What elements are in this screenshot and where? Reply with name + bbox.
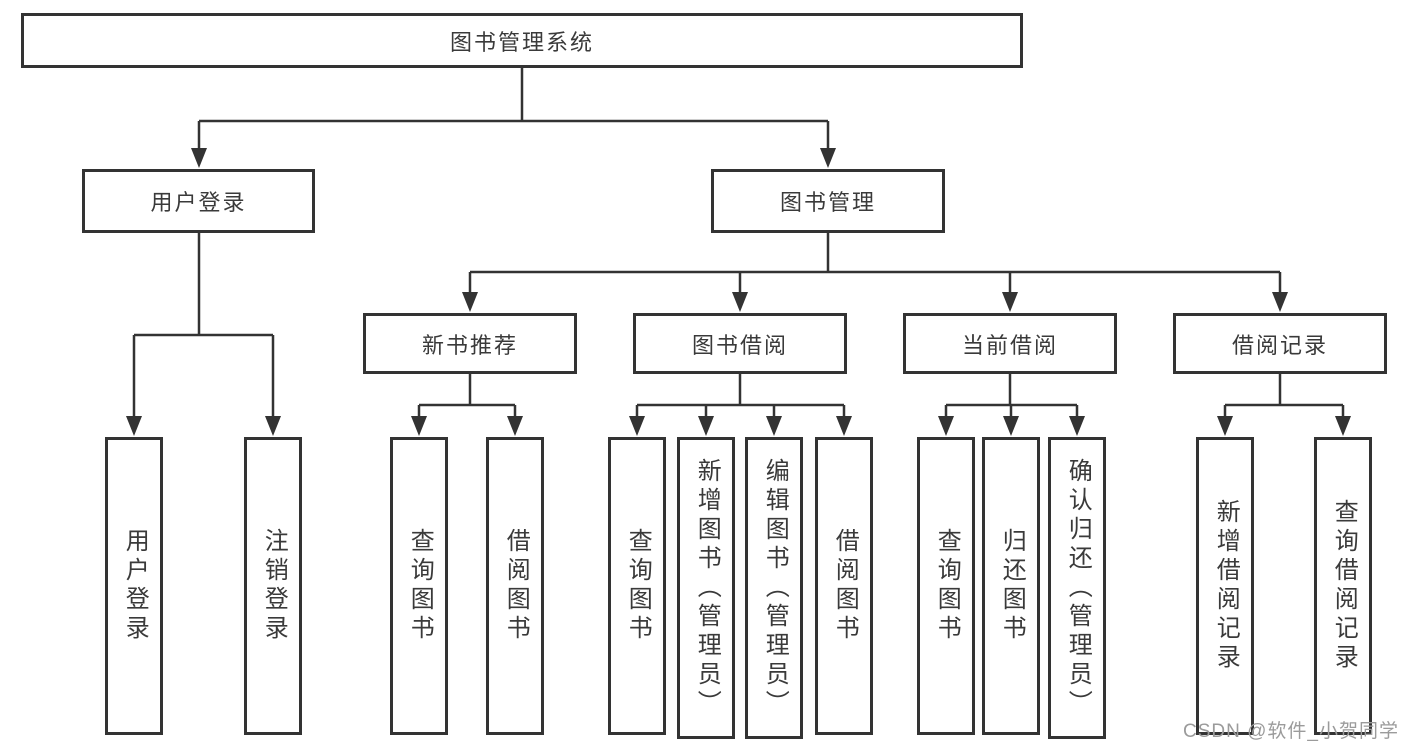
node-root: 图书管理系统 [21, 13, 1023, 68]
leaf-br-query-record: 查询借阅记录 [1314, 437, 1372, 735]
arrowhead-new-book [462, 292, 478, 312]
node-current-borrow-label: 当前借阅 [961, 332, 1058, 358]
leaf-bb-edit-books-admin-label: 编辑图书（管理员） [761, 457, 789, 719]
node-user-login-label: 用户登录 [150, 190, 247, 215]
leaf-bb-borrow-books: 借阅图书 [815, 437, 873, 735]
leaf-bb-add-books-admin-label: 新增图书（管理员） [693, 457, 721, 719]
leaf-bb-add-books-admin: 新增图书（管理员） [677, 437, 735, 739]
arrowhead-cb-leaf-1 [938, 416, 954, 436]
leaf-nb-borrow-books-label: 借阅图书 [502, 528, 530, 644]
arrowhead-login-leaf-1 [126, 416, 142, 436]
leaf-cb-confirm-return-admin-label: 确认归还（管理员） [1064, 457, 1092, 719]
arrowhead-cb-leaf-2 [1003, 416, 1019, 436]
arrowhead-nb-leaf-2 [507, 416, 523, 436]
arrowhead-bb-leaf-2 [698, 416, 714, 436]
node-book-borrow: 图书借阅 [633, 313, 847, 374]
node-new-book-recommend: 新书推荐 [363, 313, 577, 374]
arrowhead-current-borrow [1002, 292, 1018, 312]
node-current-borrow: 当前借阅 [903, 313, 1117, 374]
leaf-cb-query-books: 查询图书 [917, 437, 975, 735]
node-book-management: 图书管理 [711, 169, 945, 233]
leaf-nb-borrow-books: 借阅图书 [486, 437, 544, 735]
arrowhead-bb-leaf-4 [836, 416, 852, 436]
node-book-borrow-label: 图书借阅 [691, 332, 788, 358]
watermark-text: CSDN @软件_小贺同学 [1183, 721, 1399, 742]
leaf-cb-confirm-return-admin: 确认归还（管理员） [1048, 437, 1106, 739]
leaf-bb-borrow-books-label: 借阅图书 [831, 528, 859, 644]
node-new-book-recommend-label: 新书推荐 [421, 332, 518, 358]
leaf-bb-query-books: 查询图书 [608, 437, 666, 735]
arrowhead-cb-leaf-3 [1069, 416, 1085, 436]
node-user-login: 用户登录 [82, 169, 315, 233]
node-borrow-records-label: 借阅记录 [1231, 332, 1328, 358]
arrowhead-book-management [820, 148, 836, 168]
connector-new-book-children [411, 374, 523, 436]
leaf-user-login-label: 用户登录 [121, 528, 149, 644]
leaf-cb-return-books: 归还图书 [982, 437, 1040, 735]
leaf-nb-query-books: 查询图书 [390, 437, 448, 735]
arrowhead-book-borrow [732, 292, 748, 312]
leaf-br-add-record: 新增借阅记录 [1196, 437, 1254, 735]
arrowhead-user-login [191, 148, 207, 168]
leaf-logout: 注销登录 [244, 437, 302, 735]
leaf-bb-edit-books-admin: 编辑图书（管理员） [745, 437, 803, 739]
leaf-user-login: 用户登录 [105, 437, 163, 735]
leaf-cb-query-books-label: 查询图书 [933, 528, 961, 644]
arrowhead-br-leaf-2 [1335, 416, 1351, 436]
leaf-br-add-record-label: 新增借阅记录 [1212, 499, 1240, 673]
arrowhead-borrow-records [1272, 292, 1288, 312]
connector-borrow-records-children [1217, 374, 1351, 436]
arrowhead-nb-leaf-1 [411, 416, 427, 436]
leaf-cb-return-books-label: 归还图书 [998, 528, 1026, 644]
node-book-management-label: 图书管理 [779, 190, 876, 215]
leaf-nb-query-books-label: 查询图书 [406, 528, 434, 644]
connector-root-to-level2 [191, 68, 836, 168]
leaf-br-query-record-label: 查询借阅记录 [1330, 499, 1358, 673]
node-borrow-records: 借阅记录 [1173, 313, 1387, 374]
arrowhead-bb-leaf-1 [629, 416, 645, 436]
node-root-label: 图书管理系统 [449, 29, 594, 55]
leaf-logout-label: 注销登录 [260, 528, 288, 644]
arrowhead-br-leaf-1 [1217, 416, 1233, 436]
connector-book-management-modules [462, 233, 1288, 312]
connector-user-login-children [126, 233, 281, 436]
connector-book-borrow-children [629, 374, 852, 436]
arrowhead-bb-leaf-3 [766, 416, 782, 436]
connector-current-borrow-children [938, 374, 1085, 436]
arrowhead-login-leaf-2 [265, 416, 281, 436]
leaf-bb-query-books-label: 查询图书 [624, 528, 652, 644]
